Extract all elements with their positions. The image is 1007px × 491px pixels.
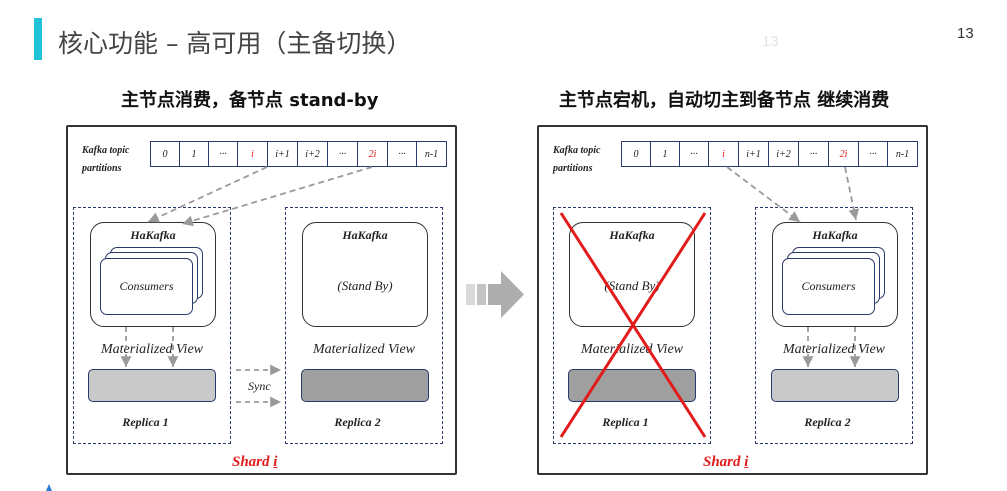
partition-cell: i+2: [298, 142, 328, 166]
partition-cell: ···: [209, 142, 238, 166]
partition-cell: i+2: [769, 142, 799, 166]
partition-table: 0 1 ··· i i+1 i+2 ··· 2i ··· n-1: [150, 141, 447, 167]
right-diagram-heading: 主节点宕机，自动切主到备节点 继续消费: [559, 90, 890, 111]
kafka-partitions-label: partitions: [553, 163, 593, 174]
shard-label: Shard i: [703, 454, 748, 471]
partition-cell: ···: [328, 142, 358, 166]
hakafka-title: HaKafka: [342, 228, 388, 242]
partition-cell: 0: [622, 142, 651, 166]
partition-cell: 0: [151, 142, 180, 166]
shard-label: Shard i: [232, 454, 277, 471]
partition-cell: ···: [799, 142, 829, 166]
replica-2-label: Replica 2: [334, 415, 381, 429]
replica-2-box: [755, 207, 913, 444]
replica-2-label: Replica 2: [804, 415, 851, 429]
replica-1-storage: [568, 369, 696, 402]
replica-2-storage: [301, 369, 429, 402]
page-number: 13: [957, 25, 974, 42]
hakafka-title: HaKafka: [130, 228, 176, 242]
consumers-box: Consumers: [782, 258, 875, 315]
hakafka-box: [302, 222, 428, 327]
kafka-topic-label: Kafka topic: [82, 145, 130, 156]
shard-prefix: Shard: [703, 454, 745, 470]
consumers-label: Consumers: [801, 279, 856, 293]
materialized-view-label: Materialized View: [581, 342, 683, 357]
replica-2-storage: [771, 369, 899, 402]
right-arrow-icon: [466, 271, 524, 318]
partition-cell: 1: [180, 142, 209, 166]
partition-cell-highlight: 2i: [358, 142, 388, 166]
partition-cell: ···: [388, 142, 417, 166]
partition-table: 0 1 ··· i i+1 i+2 ··· 2i ··· n-1: [621, 141, 918, 167]
partition-cell: n-1: [895, 148, 910, 160]
hakafka-title: HaKafka: [812, 228, 858, 242]
materialized-view-label: Materialized View: [313, 342, 415, 357]
materialized-view-label: Materialized View: [101, 342, 203, 357]
partition-cell: n-1: [424, 148, 439, 160]
partition-cell-highlight: 2i: [829, 142, 859, 166]
replica-1-label: Replica 1: [602, 415, 649, 429]
partition-cell: i+1: [268, 142, 298, 166]
partition-cell: ···: [680, 142, 709, 166]
title-accent-bar: [34, 18, 42, 60]
ghost-page-number: 13: [762, 33, 779, 50]
kafka-partitions-label: partitions: [82, 163, 122, 174]
partition-cell: ···: [859, 142, 888, 166]
hakafka-title: HaKafka: [609, 228, 655, 242]
replica-1-label: Replica 1: [122, 415, 169, 429]
sync-label: Sync: [248, 379, 271, 393]
materialized-view-label: Materialized View: [783, 342, 885, 357]
standby-label: (Stand By): [604, 278, 660, 293]
corner-marker: [46, 484, 52, 491]
left-diagram-heading: 主节点消费，备节点 stand-by: [121, 90, 379, 111]
shard-prefix: Shard: [232, 454, 274, 470]
kafka-topic-label: Kafka topic: [553, 145, 601, 156]
shard-index: i: [273, 454, 278, 470]
consumers-box: Consumers: [100, 258, 193, 315]
partition-cell: i+1: [739, 142, 769, 166]
partition-cell-highlight: i: [238, 142, 268, 166]
consumers-label: Consumers: [119, 279, 174, 293]
partition-cell-highlight: i: [709, 142, 739, 166]
slide-title: 核心功能 – 高可用（主备切换）: [58, 29, 412, 58]
replica-1-storage: [88, 369, 216, 402]
replica-1-box: [553, 207, 711, 444]
standby-label: (Stand By): [337, 278, 393, 293]
partition-cell: 1: [651, 142, 680, 166]
shard-index: i: [744, 454, 749, 470]
